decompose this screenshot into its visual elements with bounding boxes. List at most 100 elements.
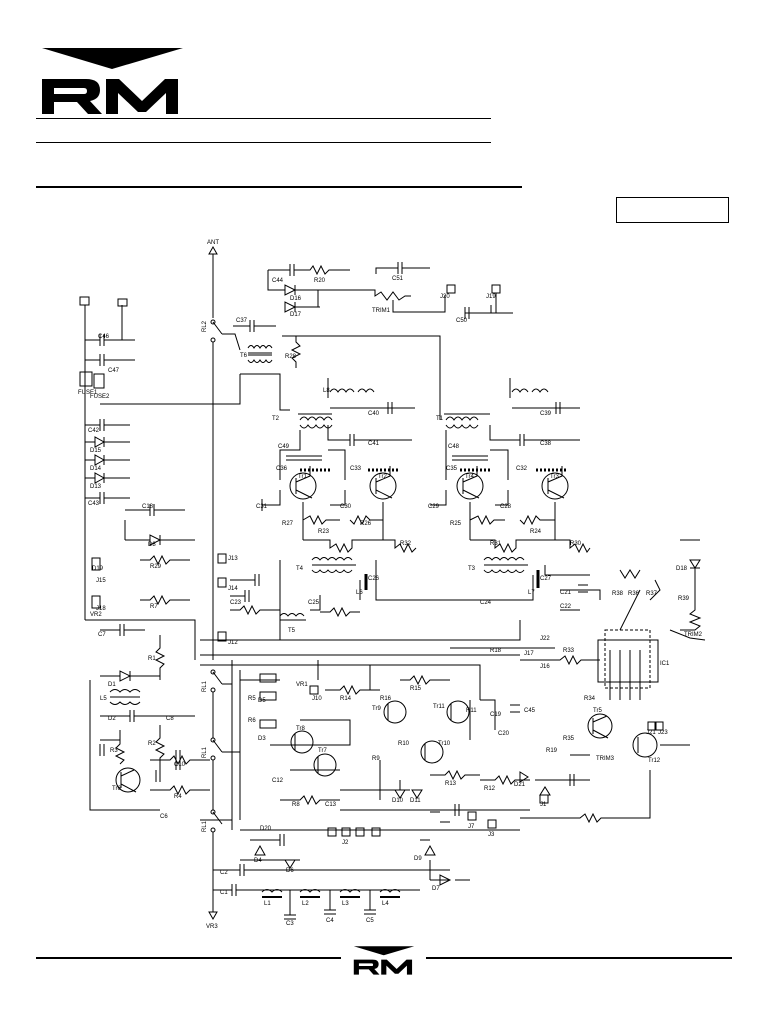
- label-c39: C39: [540, 411, 552, 417]
- label-r9: R9: [372, 756, 380, 762]
- label-c49: C49: [278, 444, 290, 450]
- label-c44: C44: [272, 278, 284, 284]
- label-r14: R14: [340, 696, 352, 702]
- label-c28: C28: [500, 504, 512, 510]
- label-r4: R4: [174, 794, 182, 800]
- label-r28: R28: [285, 354, 297, 360]
- label-t3: T3: [468, 566, 476, 572]
- label-tr6: Tr6: [112, 786, 121, 792]
- label-c48: C48: [448, 444, 460, 450]
- label-r1: R1: [148, 656, 156, 662]
- label-c30: C30: [340, 504, 352, 510]
- label-c7: C7: [98, 632, 106, 638]
- label-r39: R39: [678, 596, 690, 602]
- label-r12: R12: [484, 786, 496, 792]
- label-c20: C20: [498, 731, 510, 737]
- label-tr8: Tr8: [296, 726, 305, 732]
- label-tr2: Tr2: [378, 474, 387, 480]
- label-c46: C46: [98, 334, 110, 340]
- label-tr4: Tr4: [465, 474, 474, 480]
- circuit-schematic: ANT RL2 RL1 RL1 RL1 T1 T2 T3 T4 T5 T6 Tr…: [78, 240, 706, 930]
- label-c8: C8: [166, 716, 174, 722]
- label-c2: C2: [220, 870, 228, 876]
- label-vr1: VR1: [296, 682, 308, 688]
- label-vr2: VR2: [90, 612, 102, 618]
- component-labels: ANT RL2 RL1 RL1 RL1 T1 T2 T3 T4 T5 T6 Tr…: [78, 240, 703, 930]
- label-d8: D8: [148, 542, 156, 548]
- label-r33: R33: [563, 648, 575, 654]
- label-d13: D13: [90, 484, 102, 490]
- label-tr7: Tr7: [318, 748, 327, 754]
- label-d15: D15: [90, 448, 102, 454]
- label-d21: D21: [514, 782, 526, 788]
- label-trim1: TRIM1: [372, 308, 391, 314]
- label-d19: D19: [92, 566, 104, 572]
- label-j2: J2: [342, 840, 349, 846]
- rm-logo-bottom: [353, 946, 415, 975]
- label-c37: C37: [236, 318, 248, 324]
- label-r3: R3: [110, 748, 118, 754]
- label-c42: C42: [88, 428, 100, 434]
- label-rl1a: RL1: [202, 680, 208, 692]
- label-l8: L8: [323, 388, 330, 394]
- label-r10: R10: [398, 741, 410, 747]
- label-tr12: Tr12: [648, 758, 661, 764]
- label-t4: T4: [296, 566, 304, 572]
- label-c29: C29: [428, 504, 440, 510]
- header-rule-3: [36, 186, 522, 188]
- footer-rule-right: [426, 957, 732, 959]
- label-d4: D4: [254, 858, 262, 864]
- left-capacitor-column: [85, 334, 135, 504]
- driver-transformers: [217, 553, 590, 642]
- label-c43: C43: [88, 501, 100, 507]
- label-r34: R34: [584, 696, 596, 702]
- label-l5: L5: [100, 696, 107, 702]
- label-c51: C51: [392, 276, 404, 282]
- label-r19: R19: [546, 748, 558, 754]
- label-vr3: VR3: [206, 924, 218, 930]
- label-r24: R24: [530, 529, 542, 535]
- label-c33: C33: [350, 466, 362, 472]
- label-r38: R38: [612, 591, 624, 597]
- label-l6: L6: [356, 590, 363, 596]
- label-c36: C36: [276, 466, 288, 472]
- label-r13: R13: [445, 781, 457, 787]
- header-rule-1: [36, 118, 491, 119]
- label-c25: C25: [308, 600, 320, 606]
- label-c23: C23: [230, 600, 242, 606]
- label-d3: D3: [258, 736, 266, 742]
- label-r29: R29: [150, 564, 162, 570]
- antenna-bottom-symbol: [208, 870, 218, 921]
- label-t6: T6: [240, 353, 248, 359]
- label-tr10: Tr10: [438, 741, 451, 747]
- label-r35: R35: [563, 736, 575, 742]
- label-tr3: Tr3: [550, 474, 559, 480]
- bottom-filter: [213, 834, 470, 920]
- label-r37: R37: [646, 591, 658, 597]
- rf-bias-network: [267, 262, 513, 319]
- label-r6: R6: [248, 718, 256, 724]
- label-l1: L1: [264, 901, 271, 907]
- label-j18: J18: [96, 606, 106, 612]
- label-j13: J13: [228, 556, 238, 562]
- label-d7: D7: [432, 886, 440, 892]
- mid-driver-stage: [280, 674, 651, 837]
- label-r31: R31: [490, 541, 502, 547]
- label-r5: R5: [248, 696, 256, 702]
- label-d17: D17: [290, 312, 302, 318]
- label-j15: J15: [96, 578, 106, 584]
- label-j20: J20: [440, 294, 450, 300]
- label-j3: J3: [488, 832, 495, 838]
- label-j19: J19: [486, 294, 496, 300]
- label-tr1: Tr1: [298, 474, 307, 480]
- control-ic-block: [450, 539, 706, 758]
- label-d10: D10: [392, 798, 404, 804]
- label-ic1: IC1: [660, 661, 670, 667]
- label-tr9: Tr9: [372, 706, 381, 712]
- label-r36: R36: [628, 591, 640, 597]
- label-d14: D14: [90, 466, 102, 472]
- antenna-symbol: [208, 245, 218, 318]
- label-c4: C4: [326, 918, 334, 924]
- label-d18: D18: [676, 566, 688, 572]
- label-r26: R26: [360, 521, 372, 527]
